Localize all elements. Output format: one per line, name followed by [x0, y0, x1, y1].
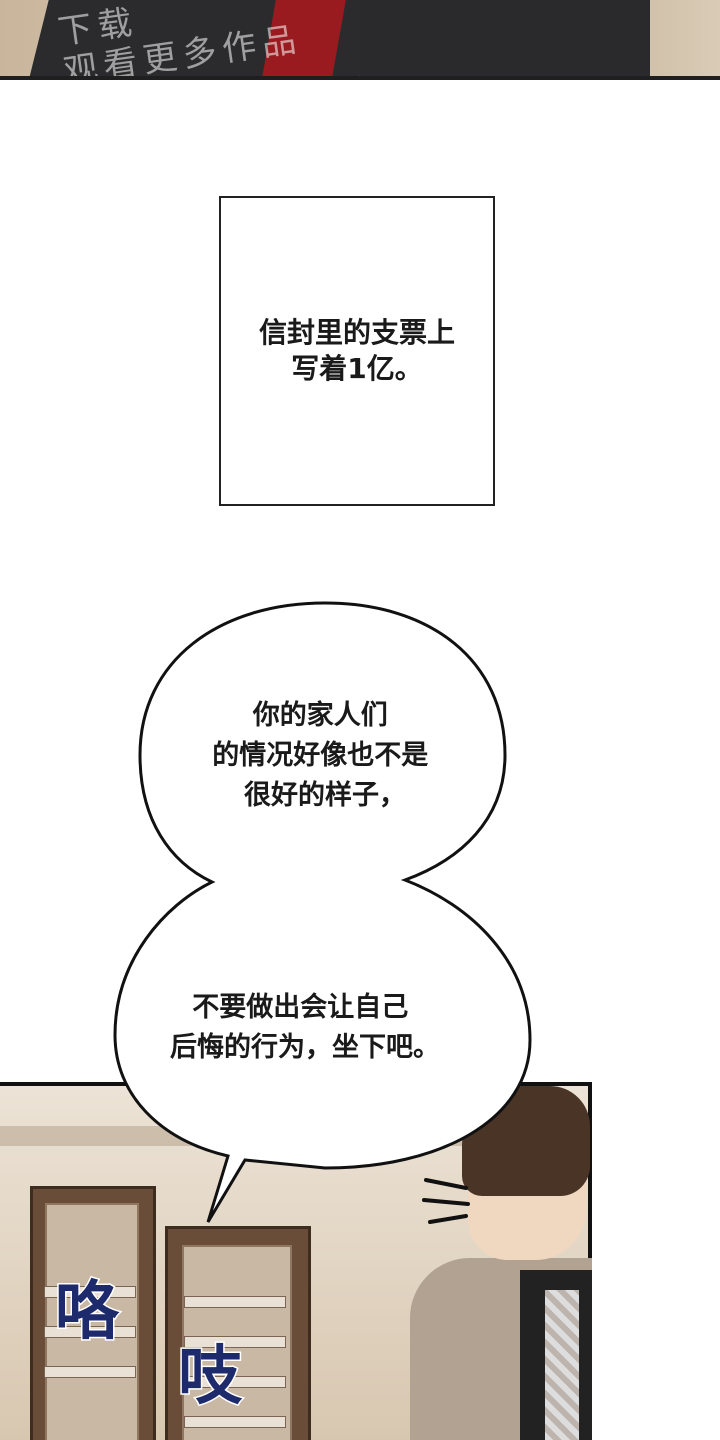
sound-effect-zhi: 吱: [177, 1339, 244, 1416]
door-rail: [184, 1416, 286, 1428]
bubble-line: 后悔的行为，坐下吧。: [170, 1031, 440, 1063]
door-rail: [44, 1366, 136, 1378]
character-tie: [545, 1290, 579, 1440]
suit-jacket-right: [360, 0, 650, 76]
bubble-line: 你的家人们: [252, 699, 388, 731]
door-rail: [44, 1286, 136, 1298]
door-rail: [184, 1296, 286, 1308]
door-left-glass: [45, 1203, 139, 1440]
sound-effect-ge: 咯: [54, 1274, 121, 1351]
speech-bubble-text-bottom: 不要做出会让自己 后悔的行为，坐下吧。: [170, 991, 440, 1063]
door-rail: [44, 1326, 136, 1338]
door-rail: [184, 1376, 286, 1388]
top-comic-panel: 下载 观看更多作品: [0, 0, 720, 80]
surprise-lines-icon: [422, 1178, 470, 1224]
bubble-line: 的情况好像也不是: [212, 739, 428, 771]
speech-bubble-text-top: 你的家人们 的情况好像也不是 很好的样子，: [212, 699, 437, 811]
bubble-line: 很好的样子，: [244, 779, 406, 811]
door-rail: [184, 1336, 286, 1348]
narration-caption-box: 信封里的支票上 写着1亿。: [219, 196, 495, 506]
narration-caption-text: 信封里的支票上 写着1亿。: [258, 316, 455, 385]
door-left: [30, 1186, 156, 1440]
bubble-line: 不要做出会让自己: [192, 991, 408, 1023]
